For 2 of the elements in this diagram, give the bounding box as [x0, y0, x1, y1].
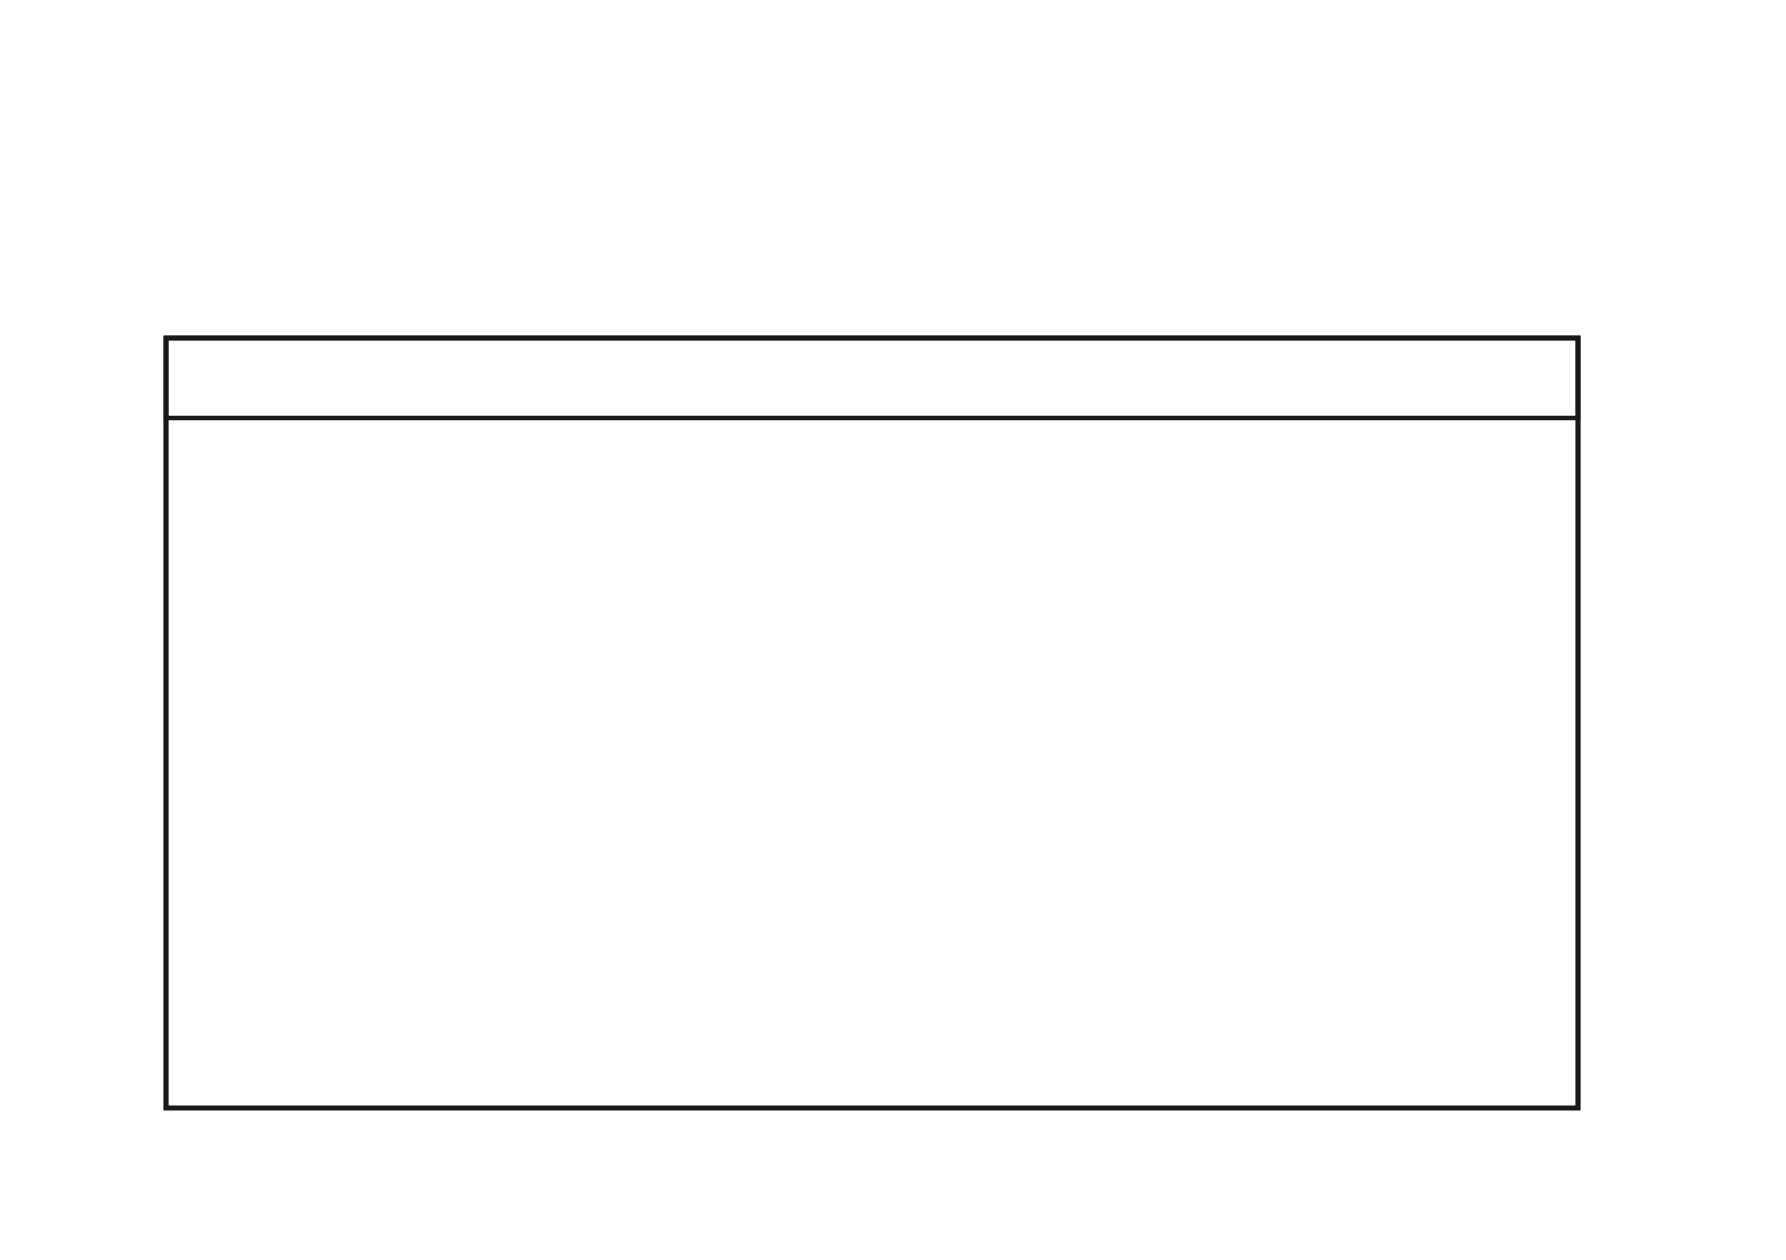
- panel-box: [163, 335, 1581, 1111]
- header-band: [163, 335, 1581, 421]
